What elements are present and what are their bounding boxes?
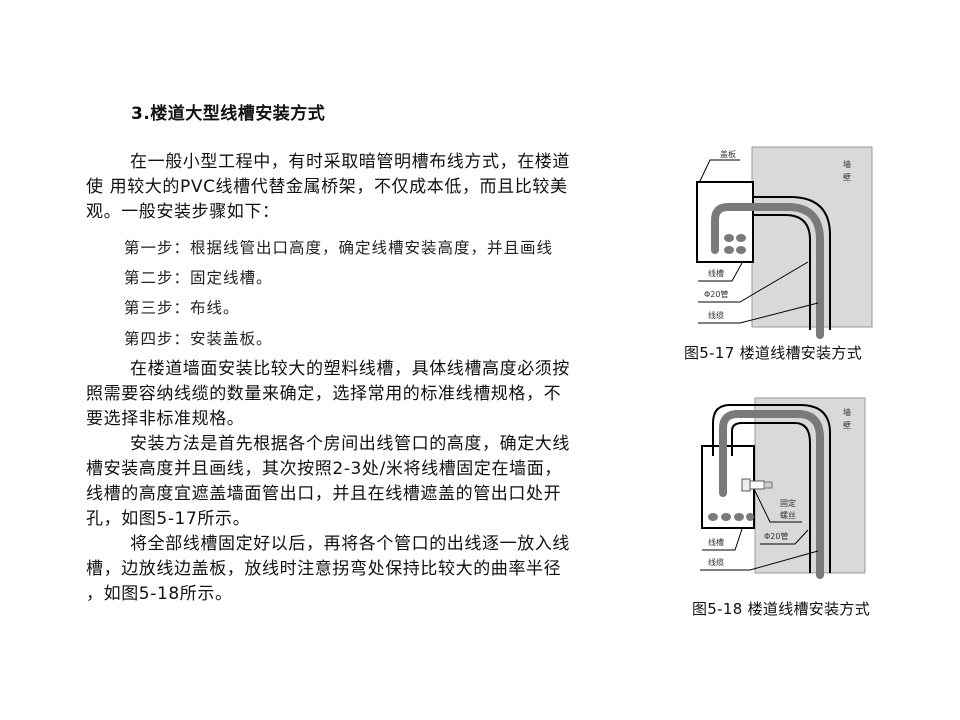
cable-label: 线缆 — [708, 557, 724, 567]
pipe-label: Φ20管 — [704, 289, 728, 299]
text-line: 槽，边放线边盖板，放线时注意拐弯处保持比较大的曲率半径 — [86, 559, 562, 579]
text-line: 将全部线槽固定好以后，再将各个管口的出线逐一放入线 — [130, 534, 570, 554]
cable-label: 线缆 — [708, 310, 724, 320]
text-line: 要选择非标准规格。 — [86, 409, 245, 429]
text-line: 孔，如图5-17所示。 — [86, 509, 251, 529]
text-line: ，如图5-18所示。 — [86, 584, 233, 604]
pipe-outer — [753, 196, 831, 330]
wall-label-2: 壁 — [843, 420, 851, 430]
screw-label-1: 固定 — [780, 498, 796, 508]
figure-5-17-caption: 图5-17 楼道线槽安装方式 — [684, 344, 863, 362]
pipe-inner — [731, 422, 811, 573]
step-4: 第四步：安装盖板。 — [124, 330, 273, 348]
text-line: 照需要容纳线缆的数量来确定，选择常用的标准线槽规格，不 — [86, 384, 562, 404]
text-line: 使 用较大的PVC线槽代替金属桥架，不仅成本低，而且比较美 — [86, 177, 568, 197]
section-title: 3.楼道大型线槽安装方式 — [131, 104, 326, 124]
pipe-inner — [753, 214, 811, 330]
trunking-label: 线槽 — [708, 537, 724, 547]
text-line: 线槽的高度宜遮盖墙面管出口，并且在线槽遮盖的管出口处开 — [86, 484, 562, 504]
text-line: 观。一般安装步骤如下： — [86, 202, 280, 222]
wall-label-1: 墙 — [843, 407, 851, 417]
text-line: 槽安装高度并且画线，其次按照2-3处/米将线槽固定在墙面， — [86, 459, 562, 479]
text-line: 在楼道墙面安装比较大的塑料线槽，具体线槽高度必须按 — [130, 359, 570, 379]
screw-label-2: 螺丝 — [780, 510, 796, 520]
step-3: 第三步：布线。 — [124, 299, 240, 317]
pipe-label: Φ20管 — [764, 531, 788, 541]
text-line: 在一般小型工程中，有时采取暗管明槽布线方式，在楼道 — [130, 152, 570, 172]
text-line: 安装方法是首先根据各个房间出线管口的高度，确定大线 — [130, 434, 570, 454]
cover-label: 盖板 — [720, 149, 736, 159]
trunking-label: 线槽 — [708, 268, 724, 278]
figure-5-18-diagram: 墙 壁 固定 螺丝 线槽 Φ20管 线缆 — [700, 397, 866, 579]
wall-label-1: 墙 — [843, 159, 851, 169]
step-1: 第一步：根据线管出口高度，确定线槽安装高度，并且画线 — [124, 239, 554, 257]
figure-5-17-diagram: 墙 壁 盖板 线槽 Φ20管 线缆 — [696, 146, 873, 339]
intro-paragraph: 在一般小型工程中，有时采取暗管明槽布线方式，在楼道 使 用较大的PVC线槽代替金… — [86, 150, 681, 225]
body-paragraph-1: 在楼道墙面安装比较大的塑料线槽，具体线槽高度必须按 照需要容纳线缆的数量来确定，… — [86, 357, 681, 607]
cable — [711, 203, 824, 339]
screw-icon — [741, 478, 773, 492]
wall — [751, 146, 873, 328]
cable — [719, 410, 824, 579]
pipe-outer — [712, 404, 831, 573]
wall-label-2: 壁 — [843, 172, 851, 182]
step-2: 第二步：固定线槽。 — [124, 269, 273, 287]
figure-5-18-caption: 图5-18 楼道线槽安装方式 — [692, 600, 871, 618]
